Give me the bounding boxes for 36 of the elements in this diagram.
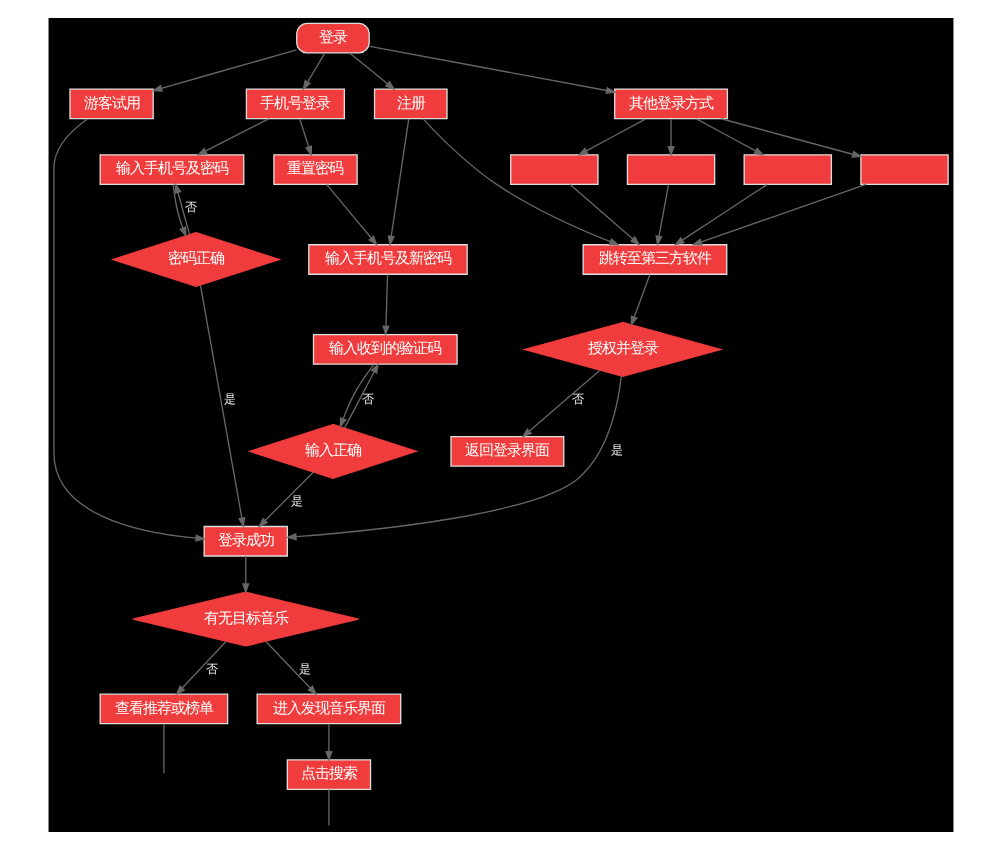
arrow xyxy=(298,117,312,156)
arrow xyxy=(325,182,377,245)
arrow xyxy=(666,117,674,156)
arrow xyxy=(52,117,206,541)
connector xyxy=(327,787,329,826)
arrow xyxy=(256,470,314,527)
node-box xyxy=(742,153,832,185)
arrow xyxy=(174,639,226,695)
arrow xyxy=(301,51,325,90)
node-box xyxy=(625,153,715,185)
arrow xyxy=(629,272,650,326)
arrow xyxy=(171,183,186,237)
arrow xyxy=(150,48,297,91)
arrow xyxy=(694,117,764,155)
arrow xyxy=(568,182,640,245)
node-box xyxy=(859,153,948,185)
arrow xyxy=(173,181,190,235)
arrow xyxy=(284,374,621,540)
arrow xyxy=(520,368,600,437)
arrow xyxy=(576,117,646,155)
arrow xyxy=(381,272,389,336)
arrow xyxy=(348,51,395,90)
arrow xyxy=(690,182,866,245)
arrow xyxy=(368,44,616,94)
arrow xyxy=(195,117,269,155)
arrow xyxy=(198,283,245,528)
arrow xyxy=(324,722,332,761)
arrow xyxy=(241,554,249,593)
arrow xyxy=(654,182,669,246)
arrow xyxy=(719,117,862,157)
arrow xyxy=(386,117,409,246)
arrow xyxy=(264,639,317,695)
node-box xyxy=(509,153,598,185)
connector xyxy=(162,722,164,773)
arrow xyxy=(421,117,619,245)
arrow xyxy=(672,182,767,245)
